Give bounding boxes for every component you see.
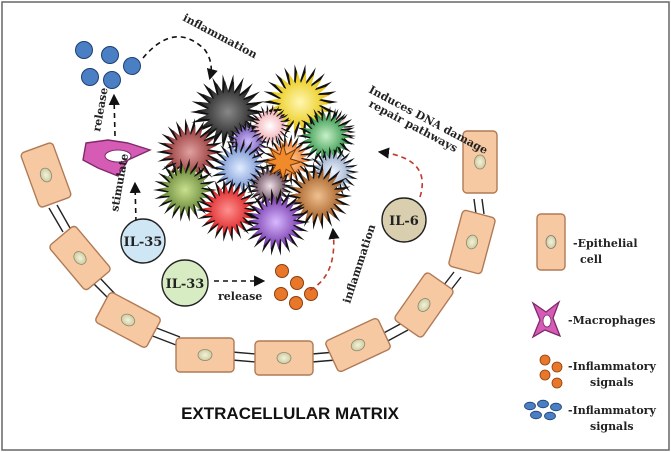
il-33-label: IL-33 [166,277,205,292]
legend-epithelial-nucleus [545,235,557,249]
blue-signal-group [75,41,141,89]
orange-signal [275,264,289,278]
il-35-label: IL-35 [124,235,163,250]
epithelial-cell [254,340,314,376]
stimulate-arrow [129,181,141,223]
cell-nucleus [73,251,87,265]
il-33-bubble [161,259,209,307]
epithelial-cell [325,317,391,373]
tumor-starburst-cell [210,138,270,198]
epithelial-cell [49,225,111,291]
epithelial-cell [95,292,161,348]
legend-blue-label-2: signals [590,420,634,433]
legend-orange-swatch [539,354,563,389]
tumor-starburst-cell [246,162,294,210]
tumor-starburst-cell [156,118,224,186]
tumor-starburst-cell [153,158,217,222]
orange-signal [289,296,303,310]
release-arrow-left [108,93,120,137]
legend-epithelial-label: -Epithelial [573,237,638,250]
blue-signal [123,57,141,75]
legend-orange-label: -Inflammatory [568,360,656,373]
tumor-cell-cluster [153,64,359,256]
orange-signal-group [274,264,318,310]
blue-signal [101,46,119,64]
legend-blue-swatch [524,399,562,421]
tumor-starburst-cell [284,162,352,230]
inflammation-arrow-bottom [309,227,340,291]
tumor-starburst-cell [196,178,260,242]
tumor-starburst-cell [242,188,310,256]
tumor-starburst-cell [248,104,292,148]
cell-nucleus [350,338,366,352]
epithelial-cell [394,272,454,338]
cell-nucleus [474,154,486,170]
extracellular-matrix-title: EXTRACELLULAR MATRIX [181,404,399,423]
il-6-bubble [381,197,427,243]
cell-nucleus [197,349,213,361]
tumor-starburst-cell [190,74,266,150]
blue-signal [81,68,99,86]
tumor-core-star [263,142,303,182]
epithelial-cell-layer [20,130,498,376]
epithelial-cell [448,209,496,275]
epithelial-cell [175,337,235,373]
blue-signal [103,71,121,89]
legend: -Epithelial cell -Macrophages -Inflammat… [524,213,656,433]
orange-signal [290,276,304,290]
legend-macrophage-label: -Macrophages [568,314,655,327]
cell-nucleus [120,313,136,327]
blue-signal [75,41,93,59]
epithelial-cell [462,130,498,194]
release-label-bottom: release [218,290,262,303]
il-35-bubble [120,218,166,264]
legend-blue-label: -Inflammatory [568,404,656,417]
orange-signal [304,287,318,301]
il-6-label: IL-6 [389,214,419,229]
legend-epithelial-label-2: cell [580,253,602,266]
legend-orange-label-2: signals [590,376,634,389]
cell-nucleus [276,352,292,364]
legend-macrophage-nucleus [542,314,552,328]
cell-nucleus [417,298,431,312]
orange-signal [274,287,288,301]
cell-nucleus [465,234,479,250]
cell-nucleus [39,167,53,183]
inflammation-arrow-top [142,36,218,81]
epithelial-cell [20,142,72,208]
tumor-starburst-cell [296,106,356,166]
macrophage-nucleus [104,149,132,163]
